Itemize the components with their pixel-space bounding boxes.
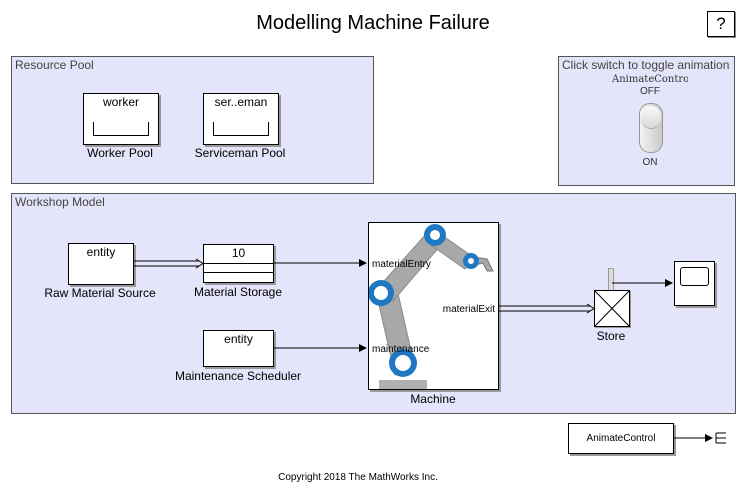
workshop-model-label: Workshop Model: [15, 195, 105, 209]
resource-pool-area: Resource Pool: [11, 56, 374, 184]
raw-material-source-inner: entity: [86, 245, 116, 259]
switch-knob: [641, 106, 661, 129]
serviceman-pool-inner: ser..eman: [214, 95, 268, 109]
worker-pool-label: Worker Pool: [87, 146, 153, 160]
port-material-entry: materialEntry: [372, 259, 431, 270]
worker-pool-inner: worker: [102, 95, 139, 109]
machine-block[interactable]: materialEntry maintenance materialExit: [368, 222, 499, 390]
help-button[interactable]: ?: [707, 11, 735, 37]
switch-name: AnimateContro: [612, 74, 688, 85]
serviceman-pool-label: Serviceman Pool: [194, 146, 286, 160]
store-block[interactable]: [594, 290, 630, 327]
maintenance-scheduler-inner: entity: [224, 332, 253, 346]
scope-screen-icon: [680, 267, 709, 286]
animate-control-label: AnimateControl: [586, 433, 656, 444]
resource-pool-label: Resource Pool: [15, 58, 94, 72]
toggle-area-label: Click switch to toggle animation: [562, 58, 730, 72]
raw-material-source-block[interactable]: entity: [68, 243, 134, 285]
sink-x-icon: [594, 290, 630, 327]
machine-label: Machine: [410, 392, 456, 406]
page-title: Modelling Machine Failure: [256, 12, 490, 34]
animation-toggle-switch[interactable]: [639, 103, 663, 153]
maintenance-scheduler-block[interactable]: entity: [203, 330, 274, 367]
copyright-text: Copyright 2018 The MathWorks Inc.: [278, 472, 438, 483]
material-storage-label: Material Storage: [193, 285, 283, 299]
robot-arm-icon: [369, 224, 494, 389]
scope-block[interactable]: [674, 261, 715, 306]
maintenance-scheduler-label: Maintenance Scheduler: [174, 369, 302, 383]
raw-material-source-label: Raw Material Source: [44, 286, 156, 300]
switch-off-label: OFF: [640, 86, 660, 97]
material-storage-capacity: 10: [231, 246, 246, 260]
switch-on-label: ON: [642, 157, 658, 168]
worker-pool-block[interactable]: worker: [83, 93, 159, 145]
port-maintenance: maintenance: [372, 344, 430, 355]
port-material-exit: materialExit: [442, 304, 495, 315]
queue-icon: [213, 122, 269, 136]
store-label: Store: [596, 329, 626, 343]
serviceman-pool-block[interactable]: ser..eman: [203, 93, 279, 145]
queue-lines-icon: [204, 263, 273, 273]
animate-control-block[interactable]: AnimateControl: [568, 423, 674, 454]
queue-icon: [93, 122, 149, 136]
